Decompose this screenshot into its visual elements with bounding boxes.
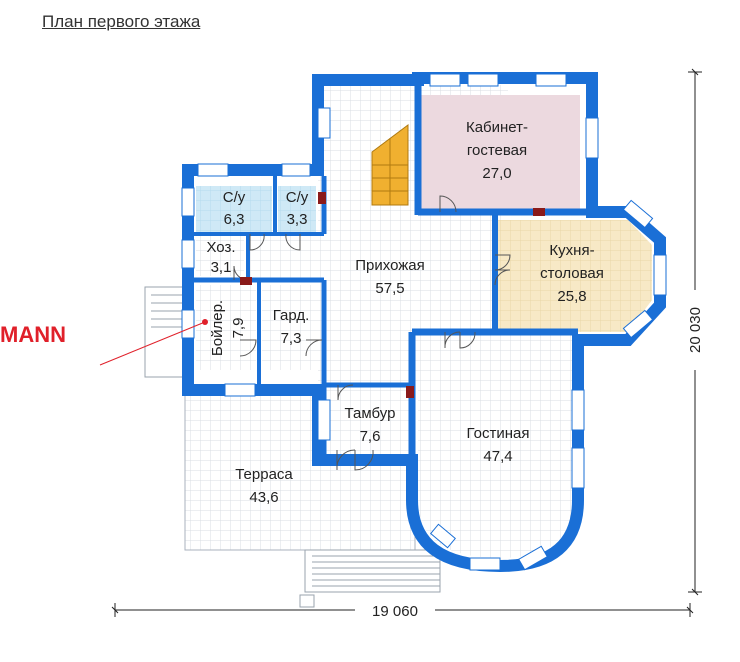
dimension-height-label: 20 030	[687, 307, 704, 353]
brand-label: MANN	[0, 322, 66, 347]
room-area-wc2: 3,3	[287, 211, 308, 228]
staircase	[371, 124, 409, 206]
room-area-cabinet: 27,0	[482, 165, 511, 182]
windows	[181, 73, 667, 571]
dimension-width-label: 19 060	[372, 603, 418, 620]
room-label-cabinet-2: гостевая	[467, 142, 527, 159]
side-stair	[144, 286, 184, 378]
dimension-width: 19 060	[111, 601, 694, 620]
vent-blocks	[240, 192, 545, 398]
dimension-height: 20 030	[686, 68, 704, 596]
room-area-terrace: 43,6	[249, 489, 278, 506]
room-area-utility: 3,1	[211, 259, 232, 276]
room-label-kitchen: Кухня-	[549, 242, 594, 259]
room-label-hall: Прихожая	[355, 257, 425, 274]
room-labels: Кабинет- гостевая 27,0 Кухня- столовая 2…	[206, 119, 603, 506]
room-area-hall: 57,5	[375, 280, 404, 297]
room-area-vestibule: 7,6	[360, 428, 381, 445]
room-area-kitchen: 25,8	[557, 288, 586, 305]
brand-callout: MANN	[0, 319, 208, 366]
room-label-living: Гостиная	[467, 425, 530, 442]
room-label-vestibule: Тамбур	[345, 405, 396, 422]
room-label-cabinet: Кабинет-	[466, 119, 528, 136]
room-label-boiler: Бойлер.	[209, 300, 226, 356]
room-label-wardrobe: Гард.	[273, 307, 310, 324]
room-area-wc1: 6,3	[224, 211, 245, 228]
room-label-wc1: С/у	[223, 189, 246, 206]
porch-steps	[299, 549, 441, 608]
room-label-utility: Хоз.	[206, 239, 235, 256]
room-label-kitchen-2: столовая	[540, 265, 604, 282]
room-area-living: 47,4	[483, 448, 512, 465]
room-label-terrace: Терраса	[235, 466, 293, 483]
room-label-wc2: С/у	[286, 189, 309, 206]
room-area-wardrobe: 7,3	[281, 330, 302, 347]
room-area-boiler: 7,9	[230, 318, 247, 339]
page-title: План первого этажа	[42, 12, 201, 31]
